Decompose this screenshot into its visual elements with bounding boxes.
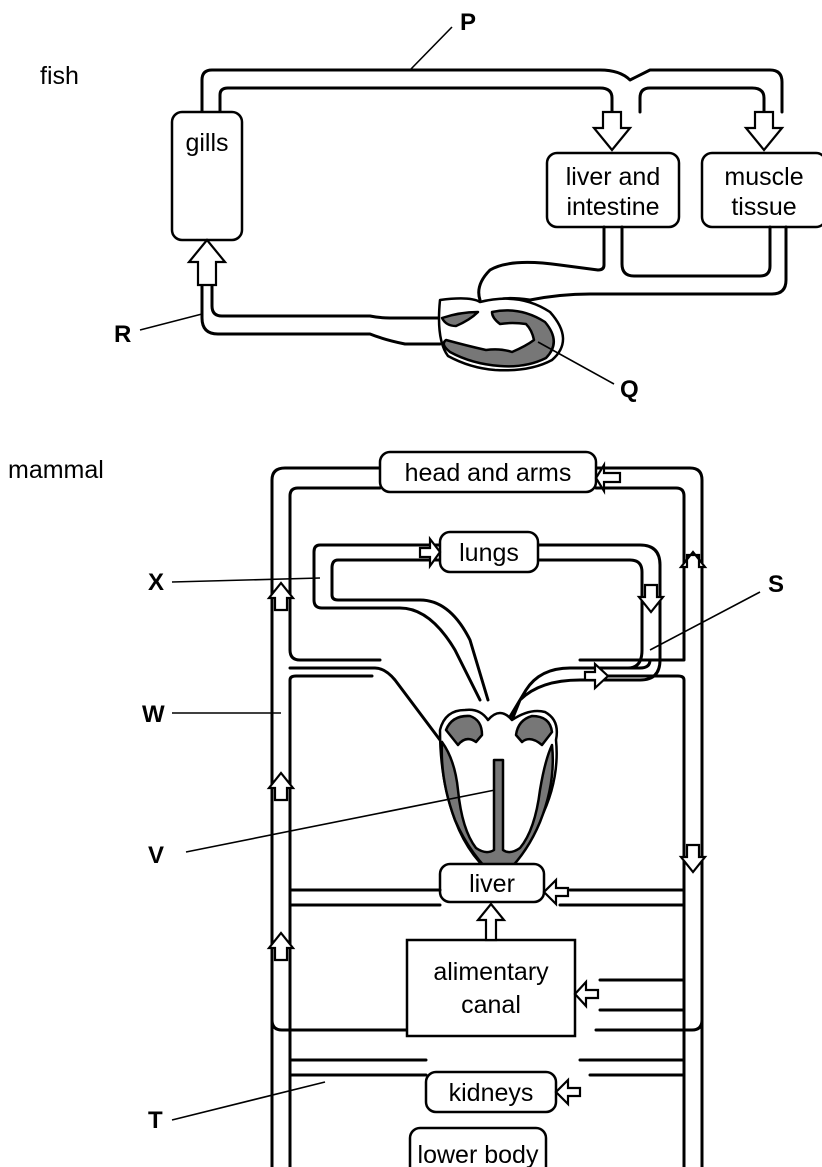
label-p: P	[460, 9, 476, 36]
label-s: S	[768, 571, 784, 598]
label-line-r	[140, 314, 202, 330]
label-line-x	[172, 578, 320, 582]
liver-intestine-label-1: liver and	[566, 163, 661, 191]
alimentary-canal-box	[407, 940, 575, 1036]
arrow-alimentary-to-liver	[478, 904, 504, 940]
liver-label: liver	[469, 870, 515, 898]
mammal-section-label: mammal	[8, 456, 104, 484]
arrow-to-liver	[544, 880, 568, 904]
fish-section-label: fish	[40, 62, 79, 90]
arrow-to-muscle	[746, 112, 782, 150]
label-line-q	[538, 342, 614, 384]
label-v: V	[148, 842, 164, 869]
lower-body-label-1: lower body	[418, 1141, 539, 1167]
fish-diagram: fish gills liver and intestine muscle ti…	[40, 9, 822, 403]
fish-return-vessel	[479, 227, 786, 302]
liver-intestine-label-2: intestine	[566, 193, 659, 221]
fish-vessel-p	[202, 70, 782, 112]
mammal-diagram: mammal head and arms lungs liver aliment…	[8, 452, 784, 1167]
label-q: Q	[620, 376, 639, 403]
arrow-to-liver-intestine	[594, 112, 630, 150]
arrow-to-lungs	[420, 539, 440, 566]
kidneys-label: kidneys	[449, 1079, 534, 1107]
head-arms-label: head and arms	[405, 459, 572, 487]
label-r: R	[114, 321, 131, 348]
label-line-p	[410, 27, 452, 70]
fish-vessel-r	[202, 285, 440, 344]
label-t: T	[148, 1107, 163, 1134]
label-line-t	[172, 1082, 325, 1120]
label-line-v	[186, 790, 495, 852]
label-line-s	[650, 592, 760, 650]
alimentary-label-2: canal	[461, 991, 521, 1019]
arrow-to-alimentary	[575, 982, 598, 1006]
muscle-tissue-label-1: muscle	[724, 163, 803, 191]
arrow-to-kidneys	[556, 1080, 580, 1104]
lungs-label: lungs	[459, 539, 519, 567]
arrow-to-gills	[189, 240, 225, 285]
muscle-tissue-label-2: tissue	[731, 193, 796, 221]
gills-label: gills	[185, 129, 228, 157]
label-x: X	[148, 569, 164, 596]
label-w: W	[142, 701, 165, 728]
alimentary-label-1: alimentary	[433, 958, 549, 986]
